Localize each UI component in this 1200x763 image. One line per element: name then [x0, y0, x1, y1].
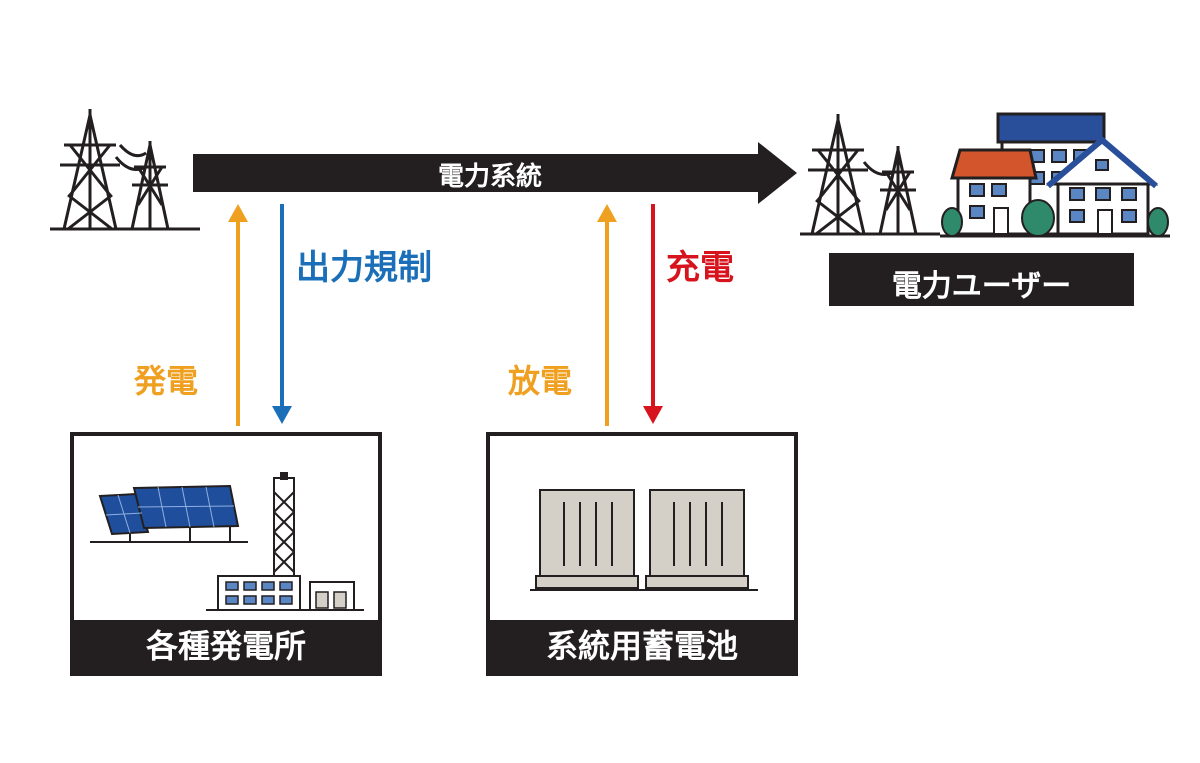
battery-label: 系統用蓄電池	[490, 620, 794, 672]
generation-arrow	[228, 204, 248, 426]
discharge-arrow	[597, 204, 617, 426]
grid-label: 電力系統	[437, 162, 542, 192]
charge-arrow	[643, 204, 663, 424]
users-label-bar	[829, 253, 1134, 306]
output-control-label: 出力規制	[296, 248, 432, 288]
battery-box: 系統用蓄電池	[486, 432, 798, 676]
users-label: 電力ユーザー	[891, 269, 1072, 304]
grid-arrow	[193, 142, 797, 204]
battery-storage-icon	[530, 489, 758, 591]
charge-label: 充電	[666, 248, 734, 288]
power-station-icon	[206, 472, 364, 611]
output-control-arrow	[272, 204, 292, 424]
right-transmission-towers-icon	[800, 114, 940, 236]
power-plants-box: 各種発電所	[70, 432, 382, 676]
power-plants-label: 各種発電所	[74, 620, 378, 672]
solar-panels-icon	[90, 484, 248, 543]
houses-icon	[940, 112, 1170, 238]
left-transmission-towers-icon	[50, 109, 200, 231]
discharge-label: 放電	[508, 362, 573, 400]
generation-label: 発電	[134, 362, 199, 400]
